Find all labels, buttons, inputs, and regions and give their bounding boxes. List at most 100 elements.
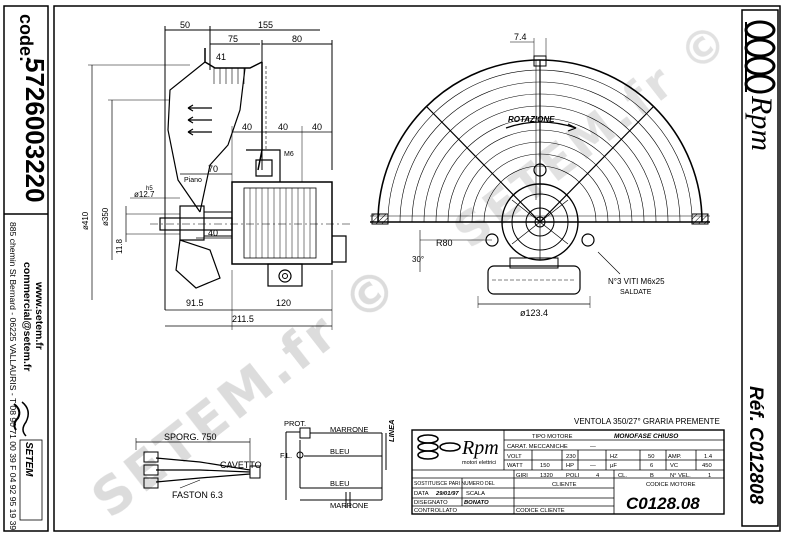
amp-value: 1.4 [704, 454, 713, 460]
data-label: DATA [414, 491, 429, 497]
disegnato-label: DISEGNATO [414, 500, 448, 506]
wiring-schematic [285, 427, 387, 508]
rpm-coil-logo [744, 20, 776, 94]
dim-80: 80 [292, 34, 302, 44]
label-linea: LINEA [387, 420, 396, 443]
screws-line-1: N°3 VITI M6x25 [608, 277, 665, 286]
dim-m6: M6 [284, 151, 294, 158]
cable-drawing [135, 438, 261, 489]
uf-label: µF [610, 463, 617, 469]
rotation-label: ROTAZIONE [508, 115, 555, 124]
email-group: commercial@setem.fr [21, 262, 33, 371]
label-piano: Piano [184, 177, 202, 184]
dim-50: 50 [180, 20, 190, 30]
label-sporg: SPORG. 750 [164, 432, 217, 442]
dim-7-4: 7.4 [514, 32, 527, 42]
giri-label: GIRI [516, 473, 528, 479]
scala-label: SCALA [466, 491, 485, 497]
dim-75: 75 [228, 34, 238, 44]
setem-sidebar-logo [13, 401, 43, 521]
ref-label: Réf. C012808 [745, 386, 766, 505]
setem-sidebar-logo-text: SETEM [23, 442, 34, 477]
watt-label: WATT [507, 463, 523, 469]
disegnato-value: BONATO [464, 500, 489, 506]
nvel-label: N° VEL. [670, 473, 691, 479]
screws-line-2: SALDATE [620, 289, 652, 296]
main-frame [53, 5, 781, 532]
label-fl: F.L. [280, 451, 292, 460]
hz-value: 50 [648, 454, 654, 460]
cl-value: B [650, 473, 654, 479]
giri-value: 1320 [540, 473, 553, 479]
volt-label: VOLT [507, 454, 522, 460]
website-text: www.setem.fr [33, 281, 45, 350]
codice-motore-value: C0128.08 [626, 494, 700, 513]
wire-3: BLEU [330, 479, 350, 488]
controllato-label: CONTROLLATO [414, 508, 457, 514]
carat-value: — [590, 444, 596, 450]
label-cavetto: CAVETTO [220, 460, 262, 470]
sostituisce-label: SOSTITUISCE PARI NUMERO DEL [414, 481, 495, 487]
label-prot: PROT. [284, 419, 306, 428]
title-block-logo [417, 434, 461, 460]
codice-cliente-label: CODICE CLIENTE [516, 508, 565, 514]
dim-30: 30° [412, 255, 424, 264]
dim-91-5: 91.5 [186, 298, 204, 308]
wire-4: MARRONE [330, 501, 368, 510]
hp-label: HP [566, 463, 574, 469]
dim-41: 41 [216, 52, 226, 62]
dim-155: 155 [258, 20, 273, 30]
amp-label: AMP. [668, 454, 682, 460]
code-label-group: code: [16, 14, 36, 62]
volt-value: 230 [566, 454, 576, 460]
address-text: 885 chemin St Bernard - 06225 VALLAURIS … [8, 222, 18, 530]
dim-r80: R80 [436, 238, 453, 248]
hp-value: — [590, 463, 596, 469]
poli-value: 4 [596, 473, 600, 479]
dim-40-b: 40 [278, 122, 288, 132]
motor-side-view [88, 26, 350, 330]
vc-label: VC [670, 463, 678, 469]
tipo-motore-value: MONOFASE CHIUSO [614, 433, 678, 440]
hz-label: HZ [610, 454, 618, 460]
dim-phi123: ø123.4 [520, 308, 548, 318]
email-text: commercial@setem.fr [21, 262, 33, 371]
code-value-group: 5726003220 [20, 58, 50, 203]
dim-70: 70 [208, 164, 218, 174]
cliente-label: CLIENTE [552, 482, 577, 488]
dim-phi12: ø12.7 [134, 190, 155, 199]
sidebar-frame [3, 5, 49, 532]
code-label: code: [16, 14, 36, 62]
website-group: www.setem.fr [33, 281, 45, 350]
wire-2: BLEU [330, 447, 350, 456]
codice-motore-label: CODICE MOTORE [646, 482, 696, 488]
dim-h5: h5 [146, 186, 153, 192]
wire-1: MARRONE [330, 425, 368, 434]
nvel-value: 1 [708, 473, 711, 479]
ventola-description: VENTOLA 350/27° GRARIA PREMENTE [574, 417, 720, 426]
watermark-left: SETEM.fr © [81, 253, 413, 530]
dim-11-8: 11.8 [115, 238, 124, 254]
carat-label: CARAT. MECCANICHE [507, 444, 568, 450]
poli-label: POLI [566, 473, 580, 479]
code-value: 5726003220 [20, 58, 50, 203]
dim-40-a: 40 [242, 122, 252, 132]
tipo-motore-label: TIPO MOTORE [532, 434, 573, 440]
uf-value: 6 [650, 463, 653, 469]
title-block-logo-sub: motori elettrici [462, 460, 496, 466]
address-group: 885 chemin St Bernard - 06225 VALLAURIS … [8, 222, 18, 530]
dim-40-d: 40 [208, 228, 218, 238]
rpm-brand-logo: Rpm [745, 95, 778, 151]
right-brand-frame [741, 9, 779, 527]
title-block-logo-text: Rpm [461, 437, 499, 459]
watt-value: 150 [540, 463, 550, 469]
dim-40-c: 40 [312, 122, 322, 132]
vc-value: 450 [702, 463, 712, 469]
title-block [411, 429, 725, 515]
dim-211-5: 211.5 [232, 314, 254, 324]
fan-front-view [370, 38, 710, 308]
data-value: 29/01/97 [435, 491, 459, 497]
label-faston: FASTON 6.3 [172, 490, 223, 500]
dim-120: 120 [276, 298, 291, 308]
